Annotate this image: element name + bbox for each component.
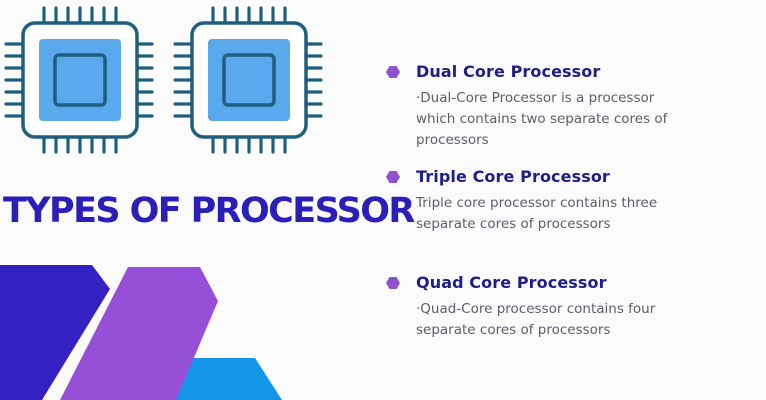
item-heading: Quad Core Processor <box>416 273 607 292</box>
hexagon-bullet-icon <box>386 171 400 183</box>
list-item-dual-core: Dual Core Processor ·Dual-Core Processor… <box>386 61 746 151</box>
list-item-quad-core: Quad Core Processor ·Quad-Core processor… <box>386 272 746 341</box>
page-title: TYPES OF PROCESSOR <box>3 191 415 231</box>
hexagon-bullet-icon <box>386 277 400 289</box>
chip-illustrations <box>4 6 323 154</box>
item-heading: Triple Core Processor <box>416 167 610 186</box>
decorative-shapes <box>0 265 282 400</box>
list-item-triple-core: Triple Core Processor Triple core proces… <box>386 166 746 235</box>
cpu-chip-icon <box>4 6 154 154</box>
cpu-chip-icon <box>173 6 323 154</box>
item-description: ·Quad-Core processor contains four separ… <box>416 301 656 338</box>
hexagon-bullet-icon <box>386 66 400 78</box>
purple-shape <box>60 267 218 400</box>
item-description: ·Dual-Core Processor is a processor whic… <box>416 90 668 148</box>
indigo-shape <box>0 265 110 400</box>
item-description: Triple core processor contains three sep… <box>416 195 658 232</box>
item-heading: Dual Core Processor <box>416 62 601 81</box>
